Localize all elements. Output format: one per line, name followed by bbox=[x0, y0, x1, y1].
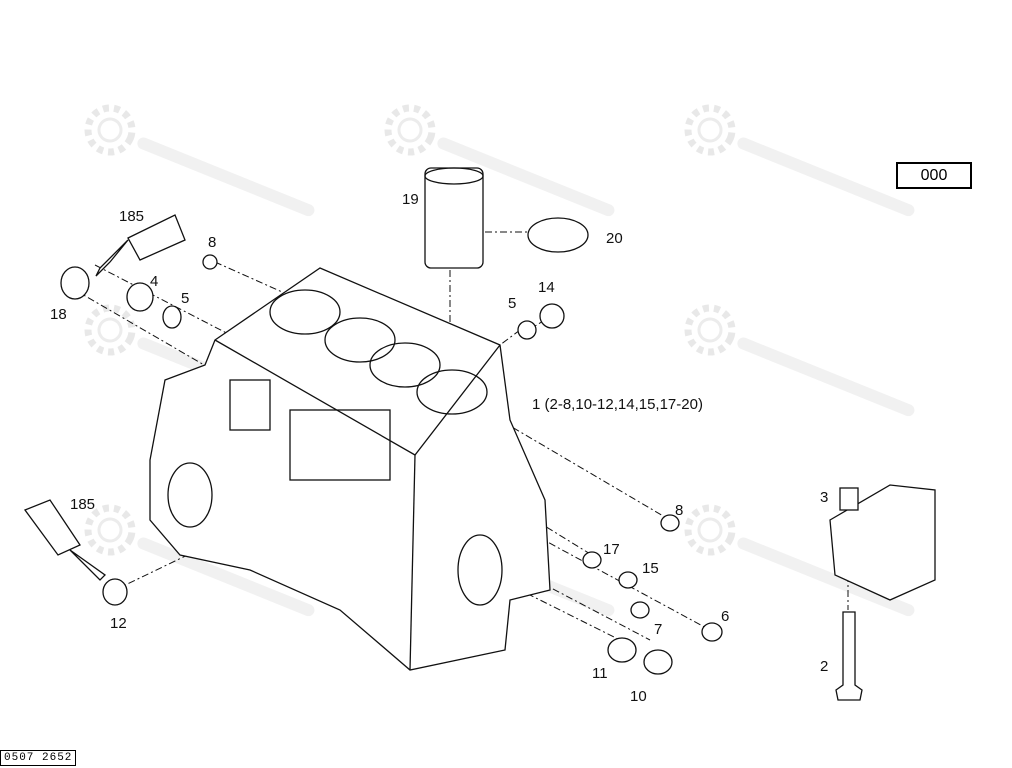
callout-19: 19 bbox=[402, 191, 419, 208]
callout-185: 185 bbox=[119, 208, 144, 225]
plug-15 bbox=[618, 571, 638, 589]
plug-6 bbox=[701, 622, 723, 642]
callout-2: 2 bbox=[820, 658, 828, 675]
bearing-cap bbox=[829, 484, 936, 601]
plug-8-right bbox=[660, 514, 680, 532]
o-ring-20 bbox=[527, 217, 589, 253]
callout-11: 11 bbox=[592, 665, 608, 682]
plug-17 bbox=[582, 551, 602, 569]
callout-6: 6 bbox=[721, 608, 729, 625]
callout-15: 15 bbox=[642, 560, 659, 577]
callout-5: 5 bbox=[508, 295, 516, 312]
callout-12: 12 bbox=[110, 615, 127, 632]
callout-185: 185 bbox=[70, 496, 95, 513]
plug-18 bbox=[60, 266, 90, 300]
bushing-11 bbox=[607, 637, 637, 663]
seal-5-left bbox=[162, 305, 182, 329]
group-code-box: 000 bbox=[896, 162, 972, 189]
watermark-logo bbox=[84, 504, 315, 617]
watermark-logo bbox=[684, 504, 915, 617]
seal-12 bbox=[102, 578, 128, 606]
watermark-logo bbox=[684, 104, 915, 217]
sealant-tube-bottom bbox=[23, 499, 107, 581]
seal-5-right bbox=[517, 320, 537, 340]
callout-7: 7 bbox=[654, 621, 662, 638]
callout-8: 8 bbox=[675, 502, 683, 519]
cylinder-block bbox=[149, 267, 551, 671]
assembly-label: 1 (2-8,10-12,14,15,17-20) bbox=[532, 396, 703, 413]
callouts: 185 8 4 5 18 19 20 14 5 185 8 17 15 7 6 11 10 12 3 2 bbox=[50, 191, 828, 705]
parts bbox=[23, 167, 936, 701]
dowel-3 bbox=[839, 487, 859, 511]
callout-18: 18 bbox=[50, 306, 67, 323]
watermark-logo bbox=[84, 104, 315, 217]
plug-7 bbox=[630, 601, 650, 619]
drawing-number: 0507 2652 bbox=[0, 750, 77, 766]
watermark-logo bbox=[684, 304, 915, 417]
callout-20: 20 bbox=[606, 230, 623, 247]
callout-8: 8 bbox=[208, 234, 216, 251]
callout-14: 14 bbox=[538, 279, 555, 296]
cylinder-liner-19 bbox=[424, 167, 484, 269]
callout-3: 3 bbox=[820, 489, 828, 506]
callout-5: 5 bbox=[181, 290, 189, 307]
sealant-tube-top bbox=[95, 214, 186, 277]
bolt-2 bbox=[835, 611, 863, 701]
callout-10: 10 bbox=[630, 688, 647, 705]
plug-14 bbox=[539, 303, 565, 329]
plug-8-top bbox=[202, 254, 218, 270]
plug-4 bbox=[126, 282, 154, 312]
watermark-logo bbox=[384, 104, 615, 217]
callout-17: 17 bbox=[603, 541, 620, 558]
callout-4: 4 bbox=[150, 273, 158, 290]
bushing-10 bbox=[643, 649, 673, 675]
